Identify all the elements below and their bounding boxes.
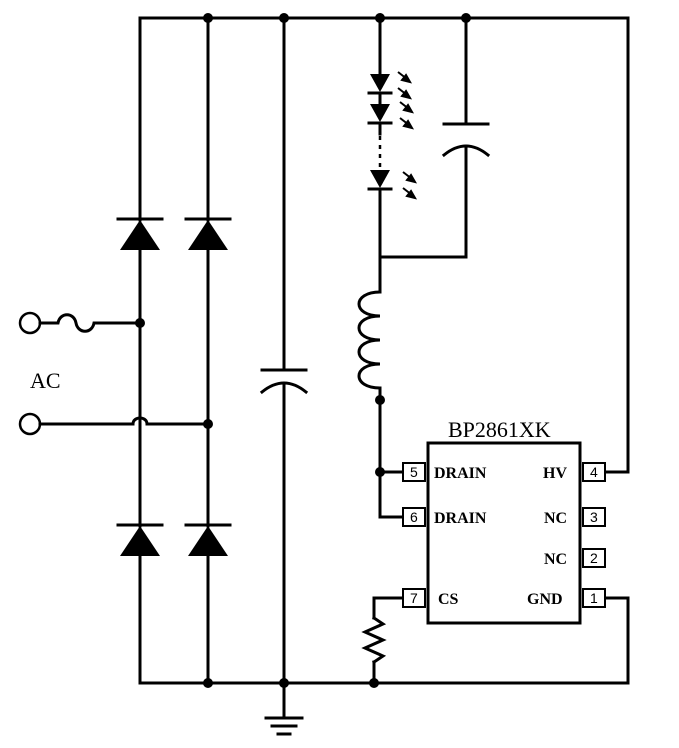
led-2 xyxy=(367,104,393,125)
pin-label: DRAIN xyxy=(434,465,487,482)
pin-number: 2 xyxy=(590,550,598,566)
pin-number: 7 xyxy=(410,590,418,606)
ac-wire-bottom xyxy=(38,416,210,426)
ac-terminal-bottom xyxy=(18,412,42,436)
ic-chip xyxy=(426,441,582,625)
junction-dots xyxy=(135,13,471,688)
diode-d3 xyxy=(116,523,164,556)
bulk-capacitor xyxy=(259,16,309,685)
inductor xyxy=(357,290,382,519)
ic-pin-boxes xyxy=(402,462,606,608)
led-1 xyxy=(367,74,393,95)
gnd-wire xyxy=(603,596,630,685)
ground-icon xyxy=(264,681,304,736)
pin-label: CS xyxy=(438,591,459,608)
hv-wire xyxy=(603,16,630,474)
pin-number: 6 xyxy=(410,509,418,525)
ac-terminal-top xyxy=(18,311,42,335)
pin-label: GND xyxy=(527,591,563,608)
diode-d4 xyxy=(184,523,232,556)
pin-number: 3 xyxy=(590,509,598,525)
pin-label: HV xyxy=(543,465,567,482)
pin-label: DRAIN xyxy=(434,510,487,527)
diode-d2 xyxy=(184,217,232,250)
diode-d1 xyxy=(116,217,164,250)
output-capacitor xyxy=(378,16,491,259)
pin-number: 5 xyxy=(410,464,418,480)
pin-number: 1 xyxy=(590,590,598,606)
fuse xyxy=(38,313,142,333)
sense-resistor xyxy=(361,596,405,685)
pin-label: NC xyxy=(544,551,567,568)
led-3 xyxy=(367,170,393,191)
ac-label: AC xyxy=(30,368,61,393)
light-emission-icon xyxy=(397,71,418,200)
drain-wires xyxy=(378,470,405,519)
pin-label: NC xyxy=(544,510,567,527)
pin-number: 4 xyxy=(590,464,598,480)
ic-name: BP2861XK xyxy=(448,417,551,442)
